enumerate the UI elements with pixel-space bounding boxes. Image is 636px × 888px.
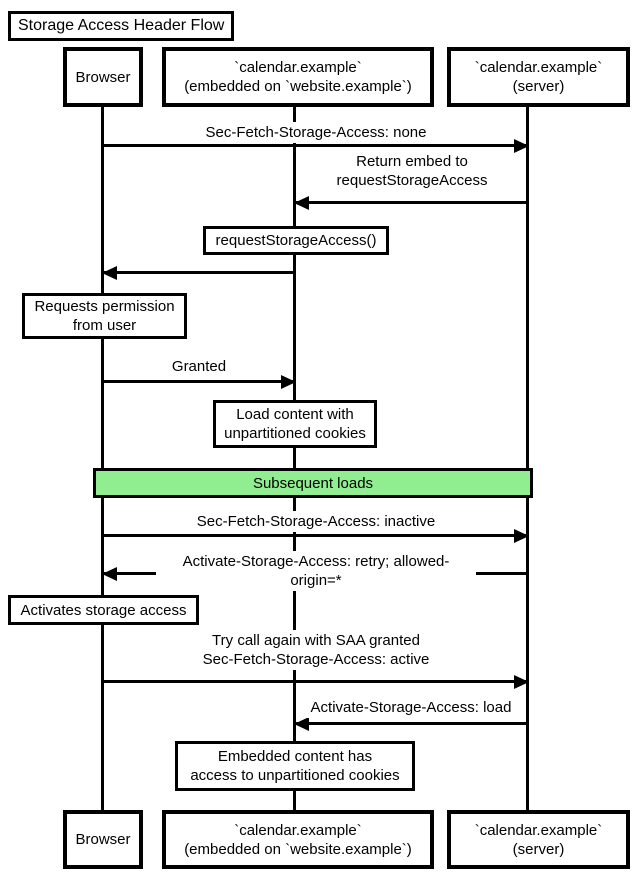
participant-embed-top-label: `calendar.example` (embedded on `website…: [184, 59, 412, 95]
message-sec-fetch-none-label: Sec-Fetch-Storage-Access: none: [201, 122, 431, 143]
participant-browser-top-label: Browser: [75, 68, 131, 86]
message-return-embed-arrow: [294, 196, 528, 210]
message-granted-label: Granted: [167, 356, 231, 377]
message-sec-fetch-inactive-arrow: [103, 529, 529, 543]
participant-server-top: `calendar.example` (server): [447, 47, 630, 107]
note-requests-permission: Requests permission from user: [22, 293, 187, 339]
participant-embed-bottom: `calendar.example` (embedded on `website…: [162, 810, 434, 869]
note-embedded-content-label: Embedded content has access to unpartiti…: [190, 748, 400, 784]
arrowhead-left-icon: [294, 717, 309, 731]
message-return-embed-label: Return embed to requestStorageAccess: [332, 151, 492, 191]
arrow-line: [295, 201, 528, 204]
diagram-title: Storage Access Header Flow: [8, 11, 235, 41]
arrow-line: [103, 380, 295, 383]
message-try-again-arrow: [103, 675, 529, 689]
participant-server-bottom-label: `calendar.example` (server): [474, 821, 603, 858]
lifeline-server: [526, 107, 529, 810]
message-activate-load-arrow: [294, 717, 528, 731]
arrowhead-right-icon: [514, 529, 529, 543]
arrowhead-left-icon: [102, 567, 117, 581]
note-activates-storage-access: Activates storage access: [8, 595, 199, 625]
arrow-line: [103, 271, 295, 274]
message-sec-fetch-none-arrow: [103, 139, 529, 153]
note-load-content-label: Load content with unpartitioned cookies: [224, 406, 366, 442]
divider-label: Subsequent loads: [252, 474, 374, 492]
arrowhead-right-icon: [514, 675, 529, 689]
participant-browser-top: Browser: [63, 47, 143, 107]
note-embedded-content: Embedded content has access to unpartiti…: [175, 741, 415, 791]
participant-embed-top: `calendar.example` (embedded on `website…: [162, 47, 434, 107]
arrowhead-right-icon: [514, 139, 529, 153]
message-activate-load-label: Activate-Storage-Access: load: [306, 697, 516, 718]
arrow-line: [103, 680, 528, 683]
participant-server-bottom: `calendar.example` (server): [447, 810, 630, 869]
divider-subsequent-loads: Subsequent loads: [93, 468, 533, 498]
note-load-content: Load content with unpartitioned cookies: [213, 400, 377, 448]
arrow-line: [103, 144, 528, 147]
arrow-line: [103, 534, 528, 537]
participant-server-top-label: `calendar.example` (server): [474, 59, 603, 95]
message-sec-fetch-inactive-label: Sec-Fetch-Storage-Access: inactive: [192, 511, 440, 532]
message-request-storage-access-box: requestStorageAccess(): [203, 226, 389, 255]
arrowhead-right-icon: [281, 375, 296, 389]
note-requests-permission-label: Requests permission from user: [34, 298, 175, 334]
lifeline-browser: [101, 107, 104, 810]
participant-browser-bottom: Browser: [63, 810, 143, 869]
arrowhead-left-icon: [102, 266, 117, 280]
arrowhead-left-icon: [294, 196, 309, 210]
message-activate-retry-label: Activate-Storage-Access: retry; allowed-…: [156, 551, 476, 591]
note-activates-storage-access-label: Activates storage access: [20, 601, 187, 619]
participant-browser-bottom-label: Browser: [75, 831, 131, 848]
lifeline-embed: [293, 107, 296, 810]
participant-embed-bottom-label: `calendar.example` (embedded on `website…: [184, 821, 412, 858]
arrow-line: [295, 722, 528, 725]
message-request-storage-access-arrow: [102, 266, 295, 280]
message-granted-arrow: [103, 375, 296, 389]
diagram-title-label: Storage Access Header Flow: [18, 17, 225, 34]
message-request-storage-access-label: requestStorageAccess(): [215, 232, 377, 249]
message-try-again-label: Try call again with SAA granted Sec-Fetc…: [198, 630, 434, 670]
